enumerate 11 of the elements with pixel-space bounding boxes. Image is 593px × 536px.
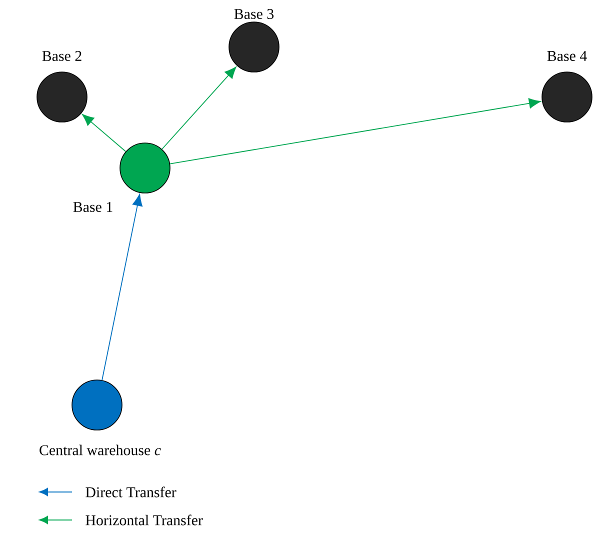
node-label: Base 4 (547, 51, 587, 61)
arrow (102, 194, 142, 381)
node-label: Central warehouse c (40, 444, 161, 456)
node-label: Base 2 (42, 50, 82, 61)
node-label: Base 3 (234, 8, 274, 19)
arrow (82, 114, 126, 152)
arrow (162, 66, 236, 150)
arrow (170, 98, 541, 164)
node-label: Base 1 (73, 202, 112, 212)
legend-label: Direct Transfer (86, 486, 176, 498)
legend-label: Horizontal Transfer (86, 514, 203, 526)
